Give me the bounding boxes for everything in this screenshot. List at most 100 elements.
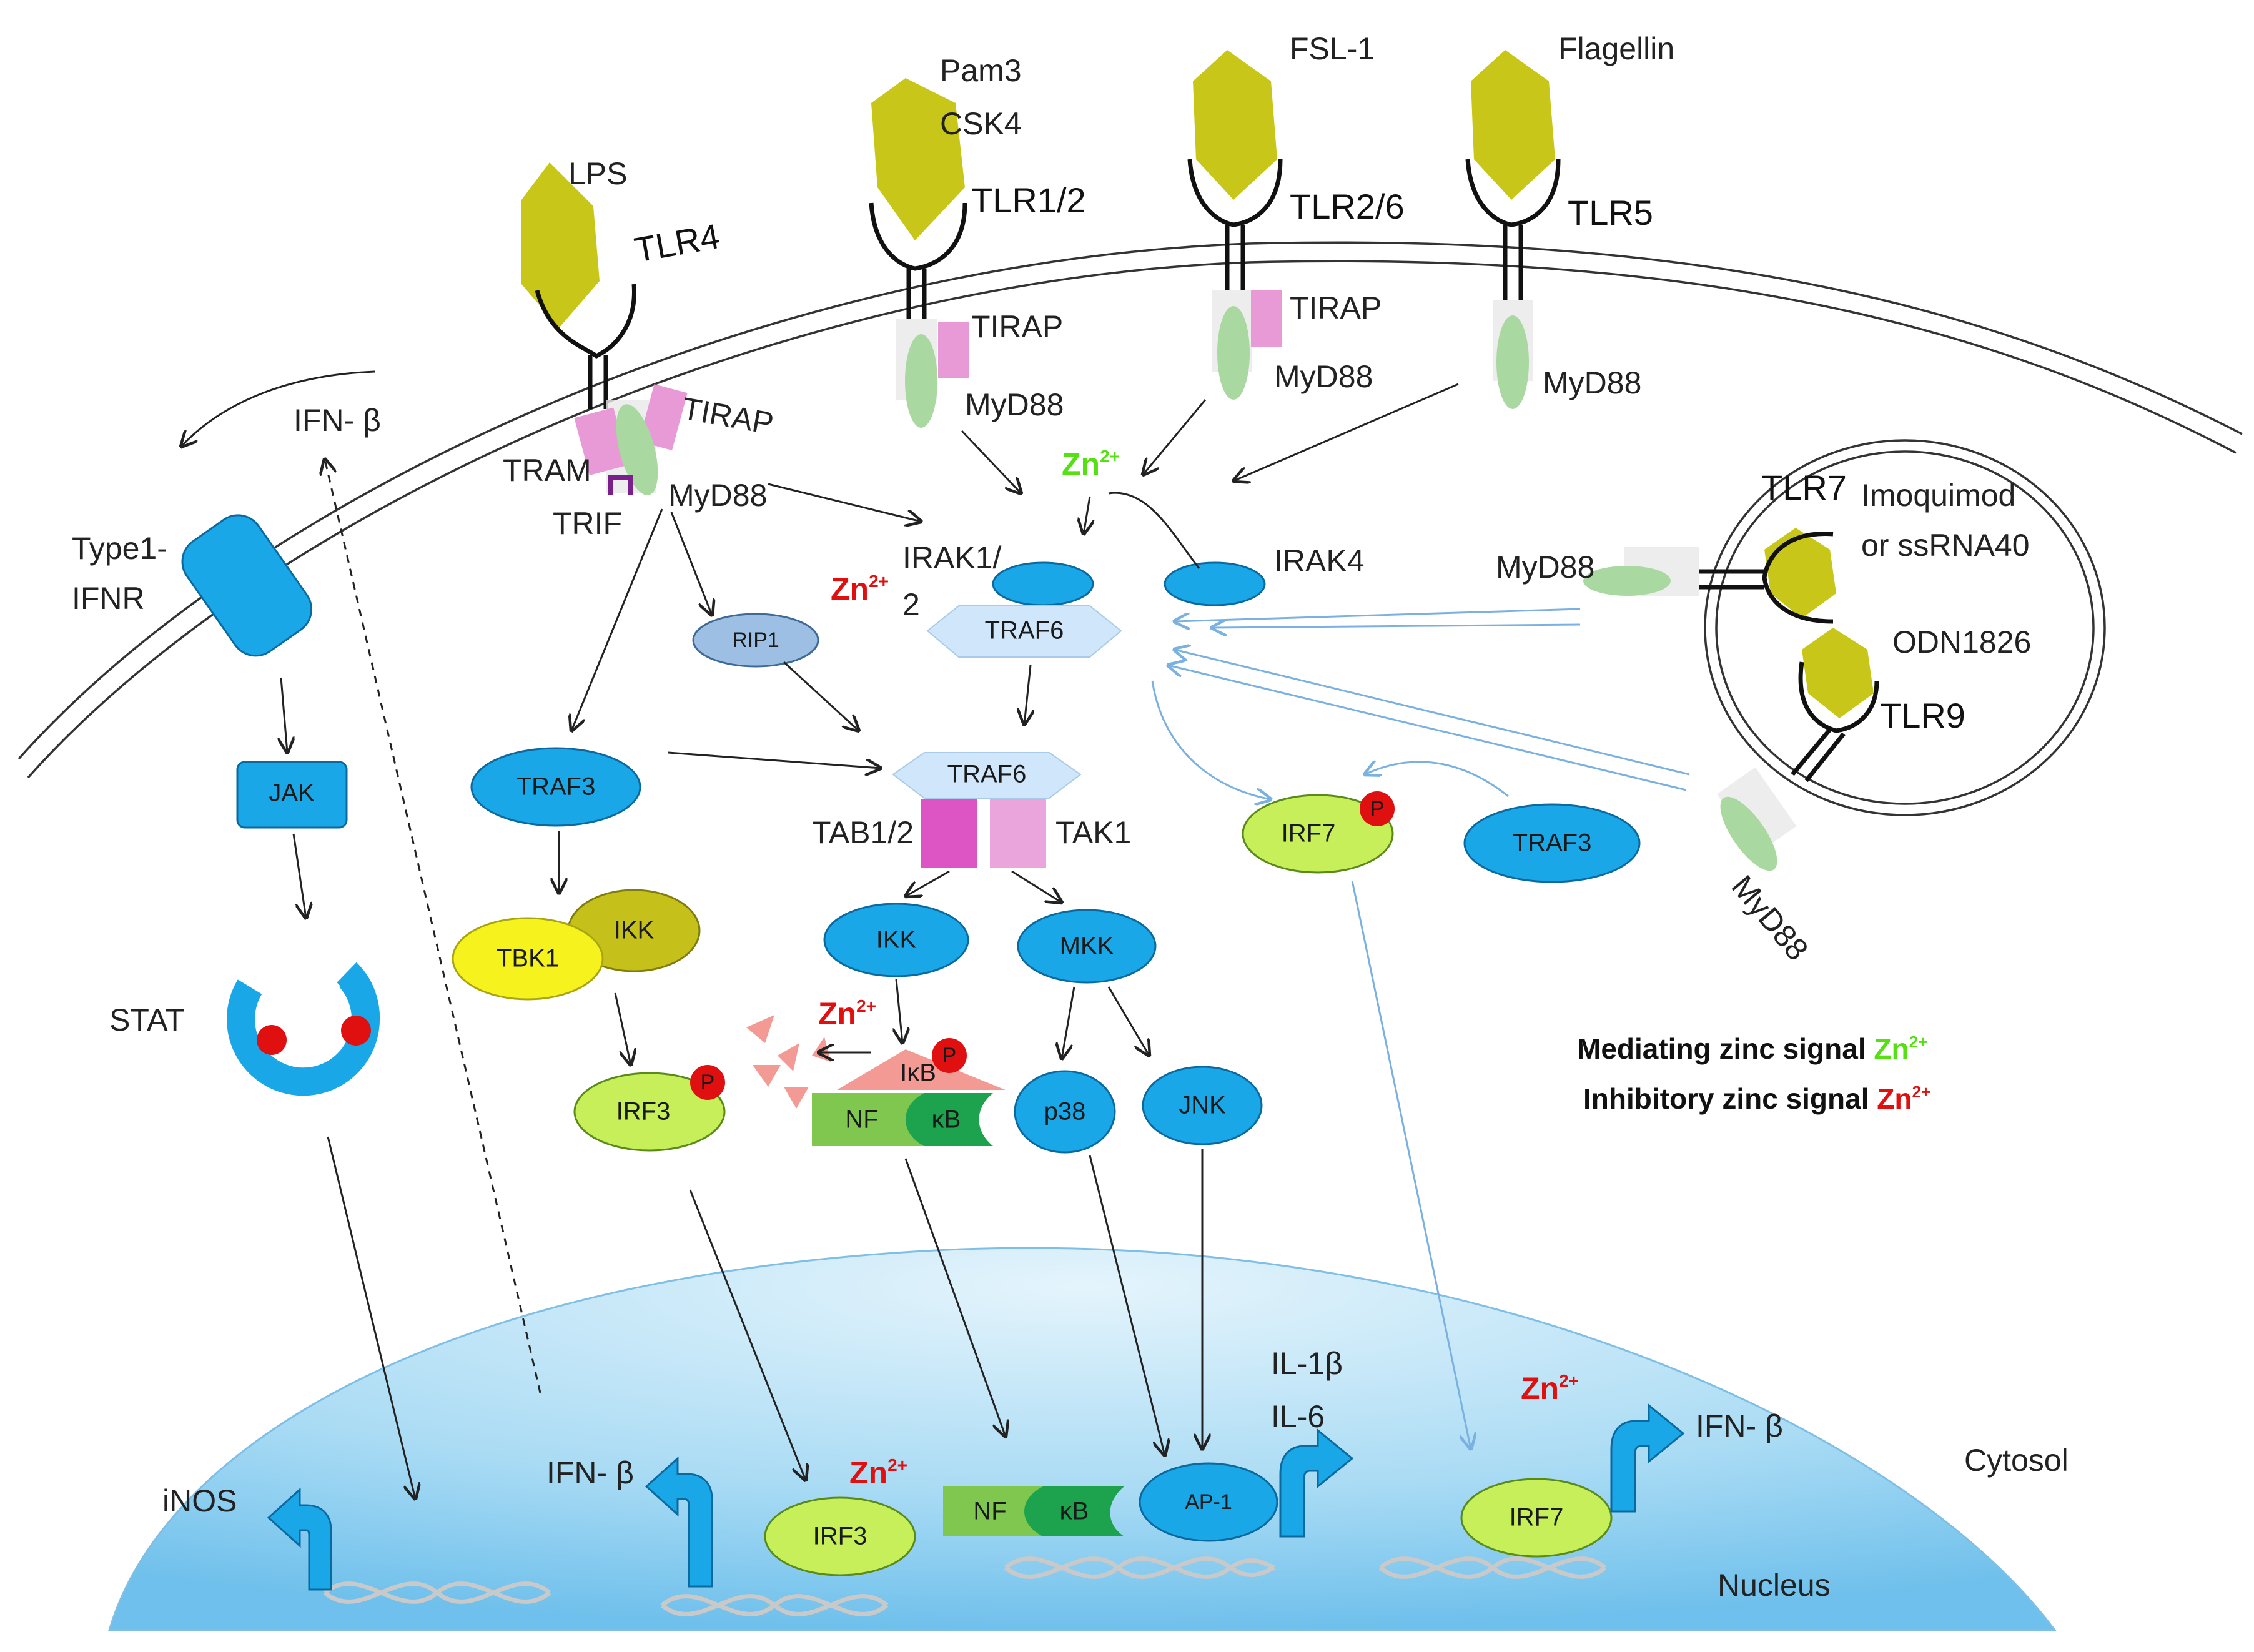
imiquimod-label-2: or ssRNA40 <box>1861 528 2030 563</box>
p38-label: p38 <box>1044 1098 1086 1125</box>
irf3-p-label: P <box>701 1071 715 1094</box>
myd88-tlr26-label: MyD88 <box>1274 359 1373 394</box>
ifnb-right-output-label: IFN- β <box>1696 1408 1783 1443</box>
tirap-tlr26-label: TIRAP <box>1290 290 1382 325</box>
irf3-nucleus <box>764 1496 916 1576</box>
traf6-lower-label: TRAF6 <box>947 761 1027 788</box>
flagellin-label: Flagellin <box>1558 31 1674 66</box>
ligand-labels: LPS Pam3 CSK4 FSL-1 Flagellin Imoquimod … <box>568 31 2031 660</box>
myd88-tlr12-label: MyD88 <box>965 387 1064 422</box>
kb-nucleus-label: κB <box>1060 1498 1089 1525</box>
tlr26-label: TLR2/6 <box>1290 187 1405 226</box>
stat-dimer <box>227 962 380 1096</box>
myd88-tlr9 <box>1720 796 1777 871</box>
nf-nucleus-label: NF <box>973 1498 1006 1525</box>
ikb-p-circle <box>932 1038 967 1073</box>
myd88-tlr5-label: MyD88 <box>1543 365 1641 400</box>
legend-inhibitory: Inhibitory zinc signal Zn2+ <box>1583 1082 1930 1115</box>
zn-mediating-marker: Zn2+ <box>1062 447 1120 482</box>
myd88-tlr7-label: MyD88 <box>1496 550 1594 585</box>
mkk-node <box>1017 909 1157 984</box>
flagellin-ligand <box>1471 50 1555 200</box>
tlr9-adaptor-box <box>1716 767 1797 853</box>
tlr5-label: TLR5 <box>1568 193 1653 232</box>
odn-label: ODN1826 <box>1892 625 2031 660</box>
myd88-tlr5 <box>1496 315 1529 409</box>
traf3-right <box>1463 803 1641 883</box>
myd88-tlr4 <box>616 404 658 495</box>
irf7-p-circle <box>1360 791 1395 826</box>
plasma-membrane-inner <box>27 260 2237 779</box>
jnk-node <box>1142 1066 1263 1145</box>
rip1-node <box>692 613 819 668</box>
tirap-box-tlr12 <box>938 322 969 378</box>
odn1826-ligand <box>1802 628 1874 718</box>
tram-box <box>574 407 629 476</box>
svg-text:Zn2+: Zn2+ <box>831 571 889 606</box>
traf3-right-label: TRAF3 <box>1513 829 1592 857</box>
compartment-labels: Cytosol Nucleus <box>1718 1443 2069 1603</box>
myd88-tlr7 <box>1583 566 1671 596</box>
irak4-node <box>1164 561 1266 606</box>
cytosol-label: Cytosol <box>1964 1443 2069 1478</box>
myd88-tlr9-label: MyD88 <box>1725 869 1816 967</box>
trif-bracket <box>608 475 633 495</box>
ifnb-right-arrow-icon <box>1610 1403 1685 1513</box>
tlr9-label: TLR9 <box>1880 696 1965 735</box>
ap1-node <box>1139 1462 1278 1542</box>
signal-arrows <box>181 370 1459 1499</box>
pam3csk4-ligand <box>871 78 965 240</box>
jak-box <box>236 761 348 829</box>
tirap-tlr12-label: TIRAP <box>971 309 1063 344</box>
tab12-label: TAB1/2 <box>812 815 914 850</box>
jnk-label: JNK <box>1179 1092 1226 1119</box>
inos-arrow-icon <box>267 1487 332 1591</box>
irak4-label: IRAK4 <box>1274 543 1365 578</box>
nfkb-nf-nucleus <box>943 1486 1043 1536</box>
imiquimod-label-1: Imoquimod <box>1861 478 2015 513</box>
signaling-labels: IRAK1/ 2 IRAK4 TRAF6 RIP1 TRAF3 TRAF6 TA… <box>497 540 1591 1550</box>
tbk1-label: TBK1 <box>497 945 559 972</box>
irak12-label-2: 2 <box>902 587 920 622</box>
traf6-upper-label: TRAF6 <box>985 617 1064 645</box>
stat-label: STAT <box>109 1002 184 1037</box>
tlr26-receptor <box>1187 159 1283 290</box>
tlr12-label: TLR1/2 <box>971 181 1086 220</box>
type1-label-2: IFNR <box>72 581 145 616</box>
lps-ligand <box>521 162 600 328</box>
fsl1-ligand <box>1193 50 1277 200</box>
lps-label: LPS <box>568 156 628 191</box>
ikk-center <box>823 903 969 977</box>
ikb-triangle <box>837 1049 1006 1090</box>
nfkb-nf-cytosol <box>812 1093 924 1146</box>
ikk-left-label: IKK <box>614 917 655 944</box>
nfkb-kb-nucleus <box>1024 1486 1124 1536</box>
traf3-left-label: TRAF3 <box>517 773 596 801</box>
ifn-labels: IFN- β Type1- IFNR JAK STAT <box>72 403 381 1037</box>
myd88-tlr12 <box>905 334 937 428</box>
adaptor-labels: TIRAP TRAM TRIF MyD88 TIRAP MyD88 TIRAP … <box>503 290 1815 967</box>
irf3-cytosol-label: IRF3 <box>616 1098 671 1125</box>
tak1-label: TAK1 <box>1055 815 1131 850</box>
il-arrow-icon <box>1279 1428 1354 1538</box>
pam3-label-1: Pam3 <box>940 53 1022 88</box>
imiquimod-ligand <box>1764 528 1836 618</box>
tlr7-label: TLR7 <box>1761 468 1847 507</box>
zn-inhibitory-ikk: Zn2+ <box>818 996 876 1031</box>
tlr7-receptor <box>1699 532 1834 624</box>
rip1-label: RIP1 <box>732 628 779 652</box>
tlr4-label: TLR4 <box>631 216 723 270</box>
irf3-cytosol <box>573 1072 726 1152</box>
ikb-label: IκB <box>900 1059 936 1087</box>
irak12-label-1: IRAK1/ <box>902 540 1002 575</box>
irf7-p-label: P <box>1370 797 1385 821</box>
tirap-box-tlr26 <box>1251 290 1282 347</box>
il1b-label: IL-1β <box>1271 1346 1343 1381</box>
svg-text:Zn2+: Zn2+ <box>1521 1371 1579 1406</box>
irf7-cytosol <box>1242 794 1394 874</box>
transcription-arrows <box>267 1403 1685 1591</box>
traf6-lower <box>892 752 1082 799</box>
irf7-nucleus <box>1460 1478 1613 1558</box>
irf7-nucleus-label: IRF7 <box>1510 1504 1564 1531</box>
